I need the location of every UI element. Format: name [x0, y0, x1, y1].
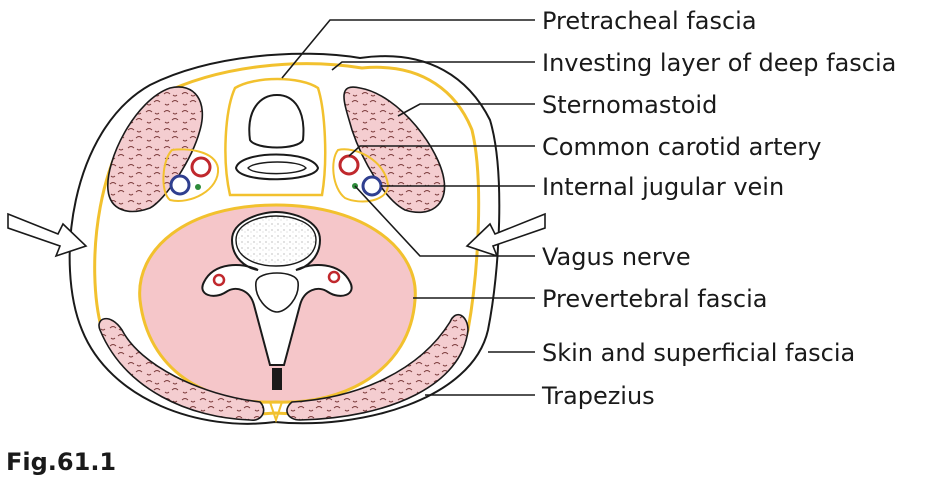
spinous-process — [272, 368, 282, 390]
arrow-right — [465, 212, 546, 258]
spinal-canal — [255, 272, 299, 313]
trachea — [248, 93, 305, 149]
label-prevertebral-fascia: Prevertebral fascia — [542, 285, 768, 313]
vagus-nerve-left — [195, 184, 201, 190]
pretracheal-fascia — [224, 77, 327, 197]
common-carotid-artery-left — [190, 156, 212, 178]
label-investing-layer: Investing layer of deep fascia — [542, 49, 896, 77]
leader-vagus — [354, 185, 535, 257]
label-common-carotid-artery: Common carotid artery — [542, 133, 821, 161]
sternomastoid-right — [343, 86, 446, 214]
leader-sternomastoid — [397, 103, 535, 117]
label-pretracheal-fascia: Pretracheal fascia — [542, 7, 757, 35]
leader-carotid — [348, 145, 535, 157]
internal-jugular-vein-left — [169, 174, 191, 196]
label-sternomastoid: Sternomastoid — [542, 91, 717, 119]
vertebral-artery-right — [327, 270, 341, 284]
vertebral-artery-left — [212, 273, 226, 287]
arrow-left — [7, 212, 88, 258]
common-carotid-artery-right — [338, 154, 360, 176]
sternomastoid-left — [107, 86, 204, 213]
internal-jugular-vein-right — [361, 175, 383, 197]
label-skin-superficial-fascia: Skin and superficial fascia — [542, 339, 855, 367]
leader-pretracheal — [281, 19, 535, 79]
trapezius-left — [98, 317, 265, 421]
vertebral-body — [235, 215, 317, 267]
oesophagus — [234, 153, 320, 181]
trapezius-right — [286, 313, 469, 421]
figure-caption: Fig.61.1 — [6, 448, 116, 476]
label-trapezius: Trapezius — [541, 382, 655, 410]
label-internal-jugular-vein: Internal jugular vein — [542, 173, 784, 201]
leader-investing — [331, 61, 535, 71]
label-vagus-nerve: Vagus nerve — [542, 243, 691, 271]
